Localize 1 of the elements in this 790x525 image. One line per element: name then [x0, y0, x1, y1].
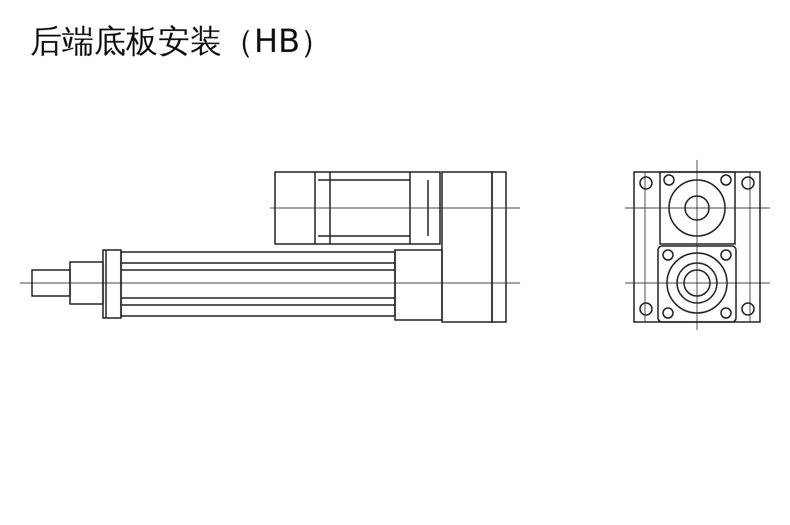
- title: 后端底板安装（HB）: [30, 21, 332, 62]
